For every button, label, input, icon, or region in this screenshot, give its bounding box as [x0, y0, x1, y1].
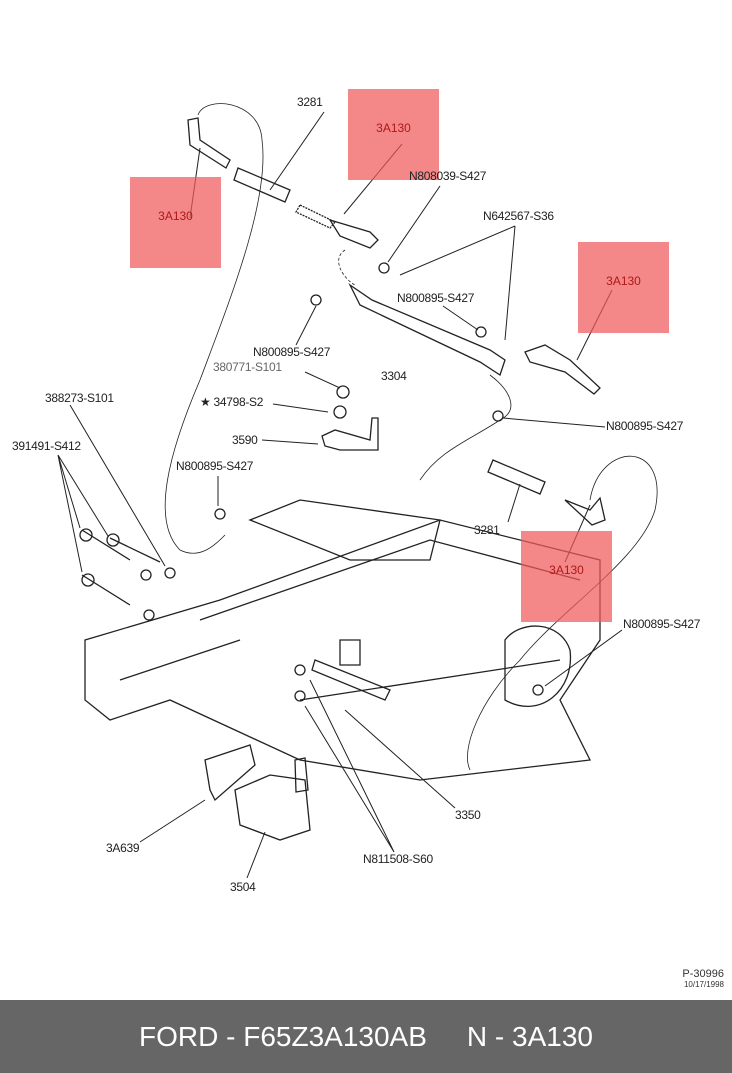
- callout-3281: 3281: [474, 523, 500, 537]
- callout-3304: 3304: [381, 369, 407, 383]
- highlight-3a130-right: 3A130: [578, 242, 669, 333]
- callout-34798: ★ 34798-S2: [200, 395, 264, 409]
- callout-3a130: 3A130: [606, 274, 641, 288]
- callout-n800895: N800895-S427: [253, 345, 331, 359]
- callout-3a130: 3A130: [158, 209, 193, 223]
- callout-n811508: N811508-S60: [363, 852, 433, 866]
- highlight-3a130-lower: 3A130: [521, 531, 612, 622]
- callout-n808039: N808039-S427: [409, 169, 487, 183]
- reference-code: N - 3A130: [466, 1020, 593, 1052]
- callout-3a130: 3A130: [376, 121, 411, 135]
- callout-n800895: N800895-S427: [176, 459, 254, 473]
- callout-n642567: N642567-S36: [483, 209, 554, 223]
- callout-3a639: 3A639: [106, 841, 140, 855]
- highlight-3a130-left: 3A130: [130, 177, 221, 268]
- part-number-banner: FORD - F65Z3A130AB N - 3A130: [0, 1000, 732, 1073]
- callout-3281: 3281: [297, 95, 323, 109]
- figure-reference: P-30996: [682, 968, 724, 980]
- steering-linkage-illustration: [57, 103, 658, 879]
- callout-391491: 391491-S412: [12, 439, 81, 453]
- figure-date: 10/17/1998: [683, 980, 724, 989]
- callout-3350: 3350: [455, 808, 481, 822]
- highlight-3a130-top: 3A130: [348, 89, 439, 180]
- brand-part-number: FORD - F65Z3A130AB: [139, 1020, 427, 1052]
- callout-3a130: 3A130: [549, 563, 584, 577]
- callout-3590: 3590: [232, 433, 258, 447]
- callout-n800895: N800895-S427: [397, 291, 475, 305]
- callout-388273: 388273-S101: [45, 391, 114, 405]
- callout-n800895: N800895-S427: [606, 419, 684, 433]
- callout-n800895: N800895-S427: [623, 617, 701, 631]
- callout-3504: 3504: [230, 880, 256, 894]
- callout-380771: 380771-S101: [213, 360, 282, 374]
